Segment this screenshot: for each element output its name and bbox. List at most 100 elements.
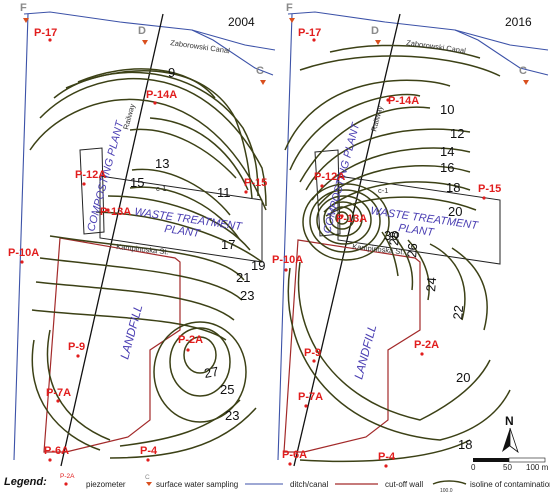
isoline-value-label: 13 [155, 156, 169, 171]
isoline-value-label: 25 [220, 382, 234, 397]
isoline-25 [153, 321, 247, 423]
landfill-cutoff-wall [283, 239, 421, 453]
piezometer-label: P-9 [304, 347, 321, 359]
legend-piezometer-point [64, 482, 68, 486]
surface-water-point [375, 40, 381, 45]
piezometer-label: P-4 [378, 451, 396, 463]
treatment-plant-outline [337, 175, 501, 265]
isoline-23 [39, 257, 243, 301]
isoline-value-label: 14 [440, 144, 454, 159]
piezometer-point [384, 464, 388, 468]
scale-label: 50 [503, 463, 512, 472]
panel-year: 2016 [505, 15, 532, 29]
piezometer-label: P-17 [34, 27, 57, 39]
composting-plant-outline [314, 149, 341, 237]
canal-label: Zaborowski Canal [170, 38, 231, 55]
piezometer-point [48, 38, 52, 42]
isoline-value-label: 20 [456, 370, 470, 385]
piezometer-label: P-13A [336, 213, 367, 225]
isoline-value-label: 23 [225, 408, 239, 423]
piezometer-label: P-15 [478, 183, 501, 195]
isoline [109, 407, 257, 459]
isoline-19 [95, 211, 263, 263]
piezometer-label: P-14A [388, 95, 419, 107]
isoline-24 [407, 239, 430, 301]
piezometer-label: P-6A [282, 449, 307, 461]
isoline [53, 71, 259, 197]
scale-label: 100 m [526, 463, 549, 472]
piezometer-point [20, 260, 24, 264]
scale-label: 0 [471, 463, 476, 472]
isoline-value-label: 28 [386, 231, 402, 247]
isoline-28 [381, 231, 399, 277]
treatment-plant-label: PLANT [398, 222, 436, 239]
isoline-value-label: 19 [251, 258, 265, 273]
piezometer-label: P-12A [314, 171, 345, 183]
isoline-value-label: 22 [450, 305, 466, 321]
piezometer-point [284, 268, 288, 272]
isoline-23 [119, 399, 241, 447]
isoline-12 [305, 128, 471, 191]
piezometer-label: P-2A [178, 334, 203, 346]
isoline-value-label: 27 [203, 364, 220, 381]
isoline-17 [107, 195, 251, 251]
canal-line [454, 29, 549, 76]
legend-piezometer-text: piezometer [86, 480, 126, 489]
isoline [31, 309, 227, 341]
isoline [284, 79, 451, 151]
treatment-plant-label: PLANT [164, 223, 202, 240]
isoline-value-label: 21 [236, 270, 250, 285]
surface-water-point [23, 18, 29, 23]
isoline-22 [429, 243, 466, 321]
piezometer-point [340, 214, 344, 218]
piezometer-point [312, 38, 316, 42]
piezometer-label: P-15 [244, 177, 267, 189]
isoline-15 [131, 168, 231, 216]
piezometer-point [186, 348, 190, 352]
isoline [35, 281, 235, 321]
canal-label: Zaborowski Canal [406, 38, 467, 55]
canal-line [13, 13, 29, 461]
north-arrow-icon [502, 427, 519, 454]
isoline-value-label: 16 [440, 160, 454, 175]
isoline-value-label: 24 [423, 277, 439, 293]
isoline [299, 55, 501, 77]
piezometer-point [312, 359, 316, 363]
canal-line [277, 13, 293, 461]
isoline-14 [311, 147, 471, 201]
legend-isoline-text: isoline of contamination level [470, 480, 550, 489]
isoline-value-label: 15 [130, 175, 144, 190]
isoline-value-label: 18 [458, 437, 472, 452]
isoline-value-label: 18 [446, 180, 460, 195]
isoline [451, 247, 488, 331]
legend: Legend: P-2A piezometer C surface water … [4, 473, 550, 494]
piezometer-point [320, 184, 324, 188]
legend-surface-water-text: surface water sampling [156, 480, 238, 489]
surface-water-point-label: F [20, 2, 27, 14]
piezometer-point [482, 196, 486, 200]
piezometer-point [153, 101, 157, 105]
surface-water-point-label: F [286, 2, 293, 14]
piezometer-point [82, 182, 86, 186]
piezometer-point [244, 190, 248, 194]
isoline-value-label: 9 [168, 65, 175, 80]
isoline-value-label: 12 [450, 126, 464, 141]
piezometer-label: P-6A [44, 445, 69, 457]
isoline [29, 98, 267, 211]
map-panel-2016: 2016 Zaborowski Canal Railway Kampinoska… [272, 2, 549, 472]
piezometer-point [106, 208, 110, 212]
piezometer-point [386, 98, 390, 102]
piezometer-point [288, 462, 292, 466]
piezometer-label: P-12A [75, 169, 106, 181]
isoline-value-label: 17 [221, 237, 235, 252]
well-label: c-1 [378, 186, 388, 195]
isoline [289, 93, 421, 171]
isoline-27 [183, 336, 217, 374]
panel-year: 2004 [228, 15, 255, 29]
piezometer-point [48, 458, 52, 462]
piezometer-label: P-7A [298, 391, 323, 403]
isoline-11 [149, 117, 249, 191]
isoline-20 [325, 196, 477, 217]
isoline [316, 195, 372, 245]
isoline [169, 327, 231, 397]
